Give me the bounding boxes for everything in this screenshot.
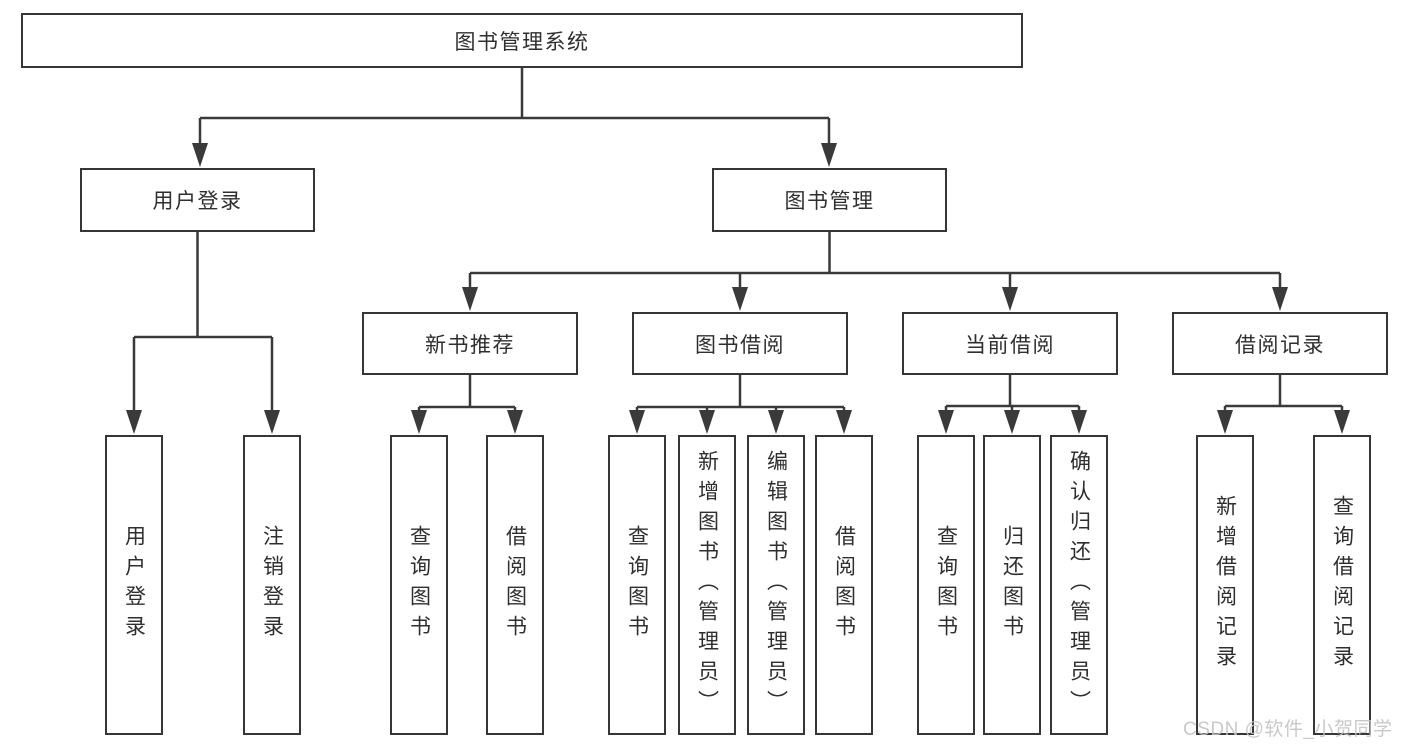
leaf-query-borrow-record: 查询借阅记录 [1313, 435, 1371, 735]
leaf-confirm-return-admin: 确认归还（管理员） [1050, 435, 1108, 735]
leaf-borrow-books: 借阅图书 [815, 435, 873, 735]
connector-book-mgmt-children [468, 232, 1282, 292]
leaf-query-books-current: 查询图书 [917, 435, 975, 735]
leaf-label: 新增借阅记录 [1213, 495, 1237, 675]
leaf-borrow-books-recommend: 借阅图书 [486, 435, 544, 735]
connector-new-book-children [417, 375, 517, 415]
leaf-user-login: 用户登录 [105, 435, 163, 735]
leaf-add-books-admin: 新增图书（管理员） [678, 435, 736, 735]
connector-root-to-level2 [198, 68, 831, 148]
leaf-label: 用户登录 [122, 525, 146, 645]
leaf-add-borrow-record: 新增借阅记录 [1196, 435, 1254, 735]
node-library-system-root: 图书管理系统 [21, 13, 1023, 68]
leaf-label: 确认归还（管理员） [1067, 450, 1091, 720]
leaf-label: 借阅图书 [832, 525, 856, 645]
leaf-label: 新增图书（管理员） [695, 450, 719, 720]
connector-borrow-records-children [1223, 375, 1344, 415]
node-current-borrow: 当前借阅 [902, 312, 1118, 375]
leaf-label: 查询图书 [625, 525, 649, 645]
leaf-return-books: 归还图书 [983, 435, 1041, 735]
node-book-management: 图书管理 [712, 168, 947, 232]
leaf-label: 归还图书 [1000, 525, 1024, 645]
leaf-label: 查询借阅记录 [1330, 495, 1354, 675]
connector-current-borrow-children [944, 375, 1081, 415]
leaf-query-books-borrow: 查询图书 [608, 435, 666, 735]
connector-user-login-children [132, 232, 274, 415]
leaf-label: 查询图书 [934, 525, 958, 645]
leaf-label: 查询图书 [407, 525, 431, 645]
node-user-login: 用户登录 [80, 168, 315, 232]
node-borrow-records: 借阅记录 [1172, 312, 1388, 375]
connector-book-borrow-children [635, 375, 846, 415]
leaf-query-books-recommend: 查询图书 [390, 435, 448, 735]
csdn-watermark: CSDN @软件_小贺同学 [1183, 719, 1393, 740]
leaf-logout: 注销登录 [243, 435, 301, 735]
node-new-book-recommend: 新书推荐 [362, 312, 578, 375]
leaf-edit-books-admin: 编辑图书（管理员） [747, 435, 805, 735]
leaf-label: 编辑图书（管理员） [764, 450, 788, 720]
leaf-label: 借阅图书 [503, 525, 527, 645]
node-book-borrow: 图书借阅 [632, 312, 848, 375]
leaf-label: 注销登录 [260, 525, 284, 645]
